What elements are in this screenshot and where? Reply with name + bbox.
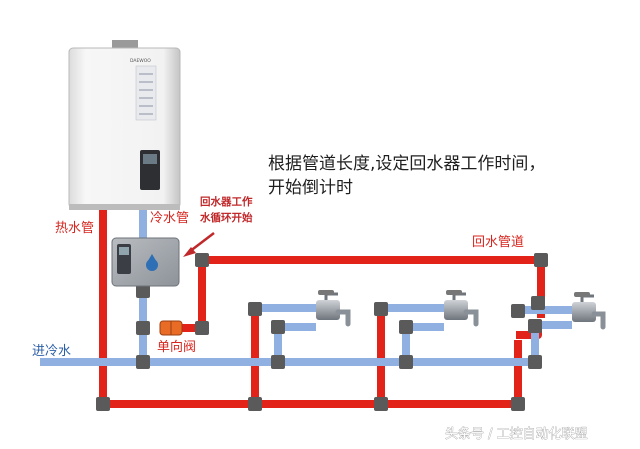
joint [511, 397, 525, 411]
joint [136, 284, 150, 298]
check-valve [159, 320, 183, 336]
annotation-line-2: 开始倒计时 [268, 178, 353, 198]
joint [528, 355, 542, 369]
joint [248, 397, 262, 411]
sticker-lines [139, 73, 153, 115]
faucet-icon [572, 292, 606, 330]
faucet-icon [444, 290, 479, 327]
joint [96, 397, 110, 411]
joint [195, 253, 209, 267]
heater-brand: DAEWOO [130, 58, 151, 64]
label-cold-pipe: 冷水管 [150, 211, 189, 226]
water-heater: DAEWOO [68, 40, 181, 210]
joint [195, 321, 209, 335]
joint [271, 355, 285, 369]
heater-display [143, 154, 157, 164]
label-return-pipe: 回水管道 [472, 235, 524, 250]
callout-arrow [183, 232, 215, 257]
joint [248, 302, 262, 316]
pump-screen [119, 247, 129, 255]
joint [399, 320, 413, 334]
joint [531, 296, 545, 310]
joint [271, 320, 285, 334]
joint [374, 397, 388, 411]
hot-outlet-2 [377, 304, 444, 316]
joint [534, 253, 548, 267]
joint [528, 319, 542, 333]
heater-flue [112, 40, 138, 50]
joint [374, 302, 388, 316]
joint [136, 321, 150, 335]
label-cold-inlet: 进冷水 [32, 344, 71, 359]
hot-outlet-1 [251, 304, 316, 316]
heater-body [68, 47, 181, 209]
joint [399, 355, 413, 369]
annotation-line-1: 根据管道长度,设定回水器工作时间， [268, 154, 545, 174]
joint [511, 304, 525, 318]
label-check-valve: 单向阀 [157, 339, 196, 355]
pipe-joints [96, 253, 548, 411]
label-hot-pipe: 热水管 [55, 221, 94, 236]
joint [136, 355, 150, 369]
recirculation-pump [111, 237, 180, 287]
label-pump-line-2: 水循环开始 [199, 211, 253, 224]
watermark: 头条号 / 工控自动化联盟 [445, 426, 588, 442]
heater-bottom-lip [69, 204, 180, 210]
label-pump-line-1: 回水器工作 [200, 195, 253, 208]
faucet-icon [316, 290, 351, 327]
hot-pipe-main [99, 208, 522, 408]
